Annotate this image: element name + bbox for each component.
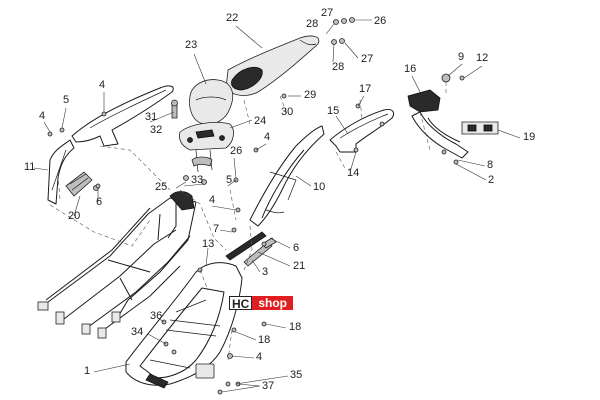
callout-c10: 10 xyxy=(313,181,325,193)
top-fasteners xyxy=(325,17,372,63)
rear-seat-cowl xyxy=(225,35,320,96)
callout-c28b: 28 xyxy=(332,61,344,73)
leader-lines xyxy=(33,25,521,393)
callout-c34: 34 xyxy=(131,326,143,338)
callout-c3: 3 xyxy=(262,266,268,278)
callout-c28a: 28 xyxy=(306,18,318,30)
hc-shop-logo: HC shop xyxy=(229,296,294,311)
callout-c12: 12 xyxy=(476,52,488,64)
callout-c24: 24 xyxy=(254,115,266,127)
seat-pad xyxy=(189,79,234,125)
callout-c5a: 5 xyxy=(63,94,69,106)
right-frame-cover xyxy=(249,125,325,227)
callout-c6a: 6 xyxy=(96,196,102,208)
license-plate-holder xyxy=(407,73,499,165)
callout-c5b: 5 xyxy=(226,174,232,186)
bottom-fasteners xyxy=(161,319,267,395)
callout-c4d: 4 xyxy=(209,194,215,206)
seat-lock-tray xyxy=(179,122,234,173)
callout-c29: 29 xyxy=(304,89,316,101)
callout-c27a: 27 xyxy=(321,7,333,19)
reflector-bracket xyxy=(65,171,99,197)
callout-c31: 31 xyxy=(145,111,157,123)
callout-c21: 21 xyxy=(293,260,305,272)
callout-c18a: 18 xyxy=(289,321,301,333)
left-tail-panel xyxy=(71,85,174,147)
under-tray xyxy=(125,262,243,389)
callout-c17: 17 xyxy=(359,83,371,95)
callout-c33: 33 xyxy=(191,174,203,186)
callout-c37: 37 xyxy=(262,380,274,392)
callout-c36: 36 xyxy=(150,310,162,322)
logo-shop: shop xyxy=(252,296,294,310)
bolt-31 xyxy=(171,99,178,119)
rear-subframe xyxy=(37,191,197,339)
callout-c32: 32 xyxy=(150,124,162,136)
callout-c27b: 27 xyxy=(361,53,373,65)
trim-strips xyxy=(225,231,277,267)
callout-c9: 9 xyxy=(458,51,464,63)
callout-c14: 14 xyxy=(347,167,359,179)
callout-c19: 19 xyxy=(523,131,535,143)
callout-c26b: 26 xyxy=(230,145,242,157)
callout-c18b: 18 xyxy=(258,334,270,346)
callout-c4c: 4 xyxy=(264,131,270,143)
callout-c11: 11 xyxy=(24,161,35,173)
callout-c26a: 26 xyxy=(374,15,386,27)
callout-c7: 7 xyxy=(213,223,219,235)
misc-fasteners xyxy=(47,93,361,273)
callout-c35: 35 xyxy=(290,369,302,381)
callout-c16: 16 xyxy=(404,63,416,75)
logo-hc: HC xyxy=(229,296,253,311)
rear-fender-bracket xyxy=(329,109,395,153)
callout-c30: 30 xyxy=(281,106,293,118)
callout-c8: 8 xyxy=(487,159,493,171)
callout-c4a: 4 xyxy=(99,79,105,91)
callout-c4b: 4 xyxy=(39,110,45,122)
callout-c20: 20 xyxy=(68,210,80,222)
callout-c22: 22 xyxy=(226,12,238,24)
left-side-panel xyxy=(47,139,75,205)
callout-c25: 25 xyxy=(155,181,167,193)
callout-c4e: 4 xyxy=(256,351,262,363)
callout-c13: 13 xyxy=(202,238,214,250)
callout-c6b: 6 xyxy=(293,242,299,254)
callout-c1: 1 xyxy=(84,365,90,377)
callout-c23: 23 xyxy=(185,39,197,51)
assembly-guides xyxy=(49,82,447,361)
callout-c2: 2 xyxy=(488,174,494,186)
callout-c15: 15 xyxy=(327,105,339,117)
